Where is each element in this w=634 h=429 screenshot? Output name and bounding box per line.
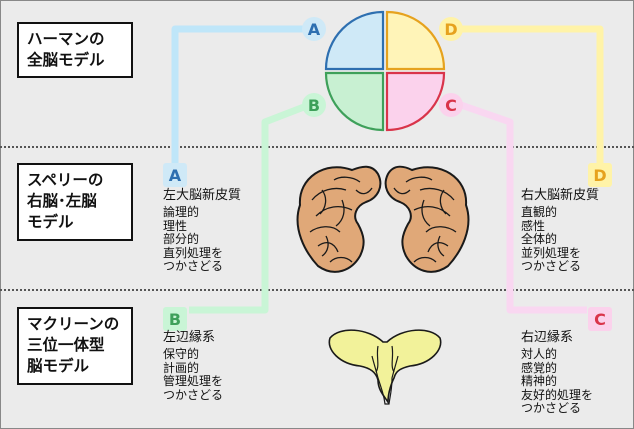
description-item: つかさどる xyxy=(163,387,224,402)
quadrant-d xyxy=(385,10,446,71)
description-item: 直列処理を xyxy=(163,245,224,260)
description-heading: 右辺縁系 xyxy=(521,330,574,345)
badge-letter-a: A xyxy=(308,20,321,39)
model-title-line: 全脳モデル xyxy=(27,51,105,69)
description-c: 右辺縁系 対人的 感覚的 精神的 友好的処理を つかさどる xyxy=(521,330,593,416)
model-box-sperry: スペリーの 右脳･左脳 モデル xyxy=(17,163,133,241)
description-item: 理性 xyxy=(163,218,188,233)
badge-circle-d: D xyxy=(439,17,463,41)
description-item: つかさどる xyxy=(521,401,582,416)
left-hemisphere-illustration xyxy=(296,165,382,273)
description-a: 左大脳新皮質 論理的 理性 部分的 直列処理を つかさどる xyxy=(163,188,241,274)
badge-circle-a: A xyxy=(302,17,326,41)
description-b: 左辺縁系 保守的 計画的 管理処理を つかさどる xyxy=(163,330,223,402)
description-item: 友好的処理を xyxy=(521,387,594,402)
badge-c: C xyxy=(588,307,612,331)
description-d: 右大脳新皮質 直観的 感性 全体的 並列処理を つかさどる xyxy=(521,188,599,274)
description-item: つかさどる xyxy=(163,259,224,274)
section-divider-1 xyxy=(0,146,634,148)
model-title-line: 脳モデル xyxy=(27,357,90,375)
description-item: 全体的 xyxy=(521,232,558,247)
badge-letter-b: B xyxy=(308,96,320,115)
description-item: 対人的 xyxy=(521,347,558,361)
quadrant-a xyxy=(324,10,385,71)
description-item: 管理処理を xyxy=(163,374,224,389)
model-title-line: スペリーの xyxy=(27,171,104,189)
description-item: 論理的 xyxy=(163,205,200,219)
model-title-line: モデル xyxy=(27,213,74,231)
description-item: 並列処理を xyxy=(521,245,582,260)
description-item: 保守的 xyxy=(163,347,200,361)
description-item: 計画的 xyxy=(163,360,200,375)
description-item: 精神的 xyxy=(521,374,558,389)
description-heading: 左辺縁系 xyxy=(163,330,216,345)
badge-a: A xyxy=(163,163,187,187)
model-title-line: マクリーンの xyxy=(27,315,120,333)
quadrant-c xyxy=(385,71,446,132)
description-item: つかさどる xyxy=(521,259,582,274)
description-heading: 左大脳新皮質 xyxy=(163,188,242,203)
badge-letter-d: D xyxy=(444,20,457,39)
description-item: 直観的 xyxy=(521,205,558,219)
badge-d: D xyxy=(588,163,612,187)
model-box-maclean: マクリーンの 三位一体型 脳モデル xyxy=(17,307,133,385)
badge-circle-c: C xyxy=(439,93,463,117)
connector-c xyxy=(459,101,587,314)
right-hemisphere-illustration xyxy=(384,165,470,273)
model-title-line: 右脳･左脳 xyxy=(27,192,97,210)
model-box-herrmann: ハーマンの 全脳モデル xyxy=(17,22,133,78)
model-title-line: ハーマンの xyxy=(27,30,105,48)
section-divider-2 xyxy=(0,289,634,291)
description-item: 感性 xyxy=(521,218,546,233)
limbic-system-illustration xyxy=(328,329,442,405)
quadrant-b xyxy=(324,71,385,132)
badge-circle-b: B xyxy=(302,93,326,117)
connector-b xyxy=(189,101,311,314)
model-title-line: 三位一体型 xyxy=(27,336,105,354)
connector-d xyxy=(461,25,604,164)
badge-letter-c: C xyxy=(445,96,457,115)
description-item: 部分的 xyxy=(163,232,200,247)
connector-a xyxy=(171,25,309,164)
description-heading: 右大脳新皮質 xyxy=(521,188,600,203)
badge-b: B xyxy=(163,307,187,331)
whole-brain-circle xyxy=(324,10,446,132)
description-item: 感覚的 xyxy=(521,360,558,375)
